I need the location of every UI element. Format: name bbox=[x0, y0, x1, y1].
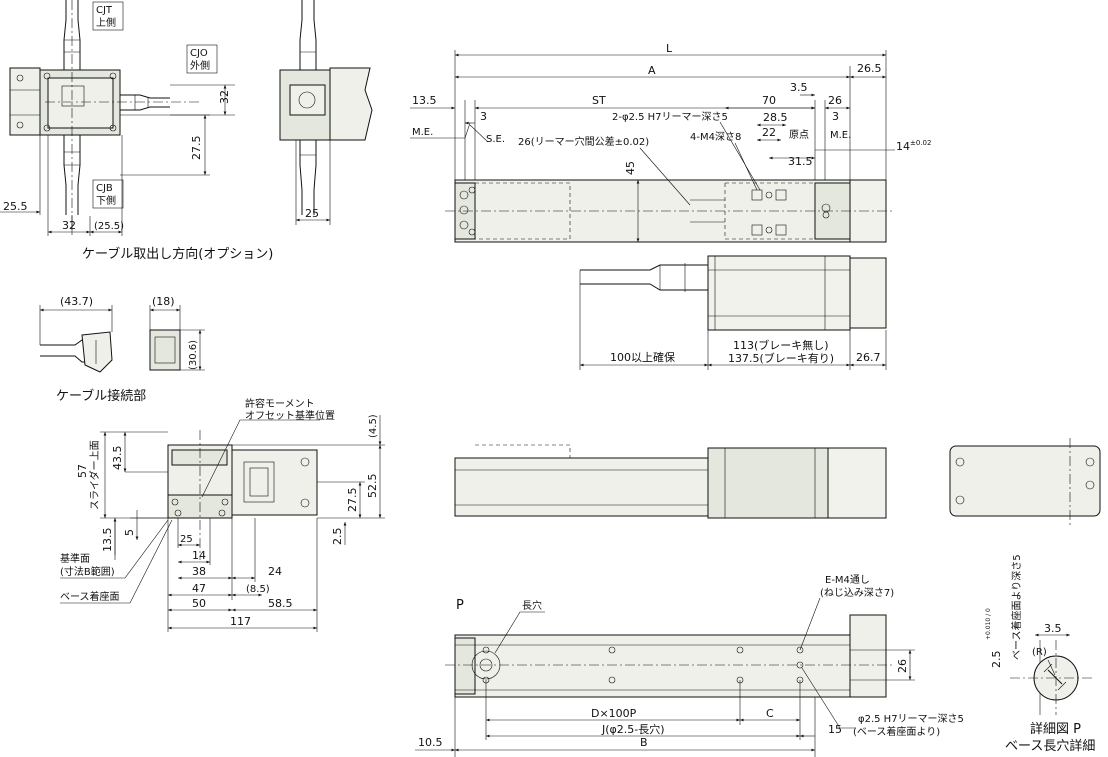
dim-ST: ST bbox=[592, 94, 606, 107]
label-ref-surface-sub: (寸法B範囲) bbox=[60, 565, 115, 578]
dim-2-5-tol: +0.010 / 0 bbox=[985, 608, 992, 640]
dim-2-5-detail: 2.5 bbox=[990, 651, 1003, 669]
cable-connector-view: (43.7) (18) (30.6) ケーブル接続部 bbox=[39, 295, 205, 404]
label-reamer: φ2.5 H7リーマー深さ5 bbox=[858, 713, 964, 725]
dim-50: 50 bbox=[192, 597, 206, 610]
dim-b: B bbox=[640, 736, 648, 749]
dim-2-5: 2.5 bbox=[331, 528, 344, 546]
dim-43-7: (43.7) bbox=[60, 295, 93, 308]
label-me-left: M.E. bbox=[412, 127, 433, 138]
label-cjo-sub: 外側 bbox=[190, 59, 210, 72]
dim-45: 45 bbox=[624, 161, 637, 175]
dim-113: 113(ブレーキ無し) bbox=[733, 338, 829, 352]
dim-27-5: 27.5 bbox=[190, 136, 203, 161]
label-base-mount: ベース着座面 bbox=[60, 590, 120, 603]
dim-26-top: 26 bbox=[828, 94, 842, 107]
dim-3-5-detail: 3.5 bbox=[1044, 622, 1062, 635]
caption-detail-p-sub: ベース長穴詳細 bbox=[1005, 738, 1095, 754]
label-reamer-pitch: 26(リーマー穴間公差±0.02) bbox=[518, 135, 649, 148]
dim-26-7: 26.7 bbox=[856, 351, 881, 364]
label-depth: ベース着座面より深さ5 bbox=[1010, 554, 1023, 660]
detail-p: 3.5 (R) 2.5 +0.010 / 0 ベース着座面より深さ5 詳細図 P… bbox=[985, 554, 1095, 754]
label-reamer-holes: 2-φ2.5 H7リーマー深さ5 bbox=[612, 111, 728, 123]
label-moment: 許容モーメント bbox=[245, 397, 315, 410]
dim-13-5-top: 13.5 bbox=[412, 94, 437, 107]
dim-8-5: (8.5) bbox=[246, 584, 270, 595]
dim-32-right: 32 bbox=[218, 90, 231, 104]
dim-100-min: 100以上確保 bbox=[610, 350, 675, 364]
dim-25-5: 25.5 bbox=[3, 200, 28, 213]
dim-3-left: 3 bbox=[480, 110, 487, 123]
dim-70: 70 bbox=[762, 94, 776, 107]
end-view: 57 スライダー上面 43.5 13.5 5 (4.5) 52.5 27.5 2… bbox=[60, 397, 385, 632]
dim-31-5: 31.5 bbox=[788, 155, 813, 168]
dim-28-5: 28.5 bbox=[763, 111, 788, 124]
label-cjt-sub: 上側 bbox=[96, 16, 116, 29]
dim-10-5: 10.5 bbox=[418, 736, 443, 749]
dim-52-5: 52.5 bbox=[366, 474, 379, 499]
dim-15: 15 bbox=[828, 723, 842, 736]
dim-25-side: 25 bbox=[305, 207, 319, 220]
dim-32-bottom: 32 bbox=[62, 219, 76, 232]
dim-13-5: 13.5 bbox=[101, 528, 114, 553]
dim-slider-top: スライダー上面 bbox=[88, 440, 101, 510]
dim-c: C bbox=[766, 707, 774, 720]
label-slot: 長穴 bbox=[522, 599, 542, 612]
dim-58-5: 58.5 bbox=[268, 597, 293, 610]
label-r: (R) bbox=[1032, 647, 1047, 658]
dim-25-end: 25 bbox=[180, 534, 193, 545]
label-offset: オフセット基準位置 bbox=[245, 409, 335, 422]
label-reamer-sub: (ベース着座面より) bbox=[853, 725, 940, 738]
dim-38: 38 bbox=[192, 565, 206, 578]
label-se: S.E. bbox=[486, 134, 505, 145]
dim-24: 24 bbox=[268, 565, 282, 578]
dim-26-bottom: 26 bbox=[896, 659, 909, 673]
dim-30-6: (30.6) bbox=[188, 340, 199, 370]
label-me-right: M.E. bbox=[830, 130, 851, 141]
caption-cable-direction: ケーブル取出し方向(オプション) bbox=[82, 246, 273, 262]
dim-14-tol: ±0.02 bbox=[910, 139, 931, 147]
dim-3-5: 3.5 bbox=[790, 81, 808, 94]
dim-57: 57 bbox=[76, 464, 89, 478]
label-em4-sub: (ねじ込み深さ7) bbox=[820, 587, 894, 599]
dim-27-5-end: 27.5 bbox=[346, 488, 359, 513]
label-cjo: CJO bbox=[190, 48, 208, 59]
label-origin: 原点 bbox=[789, 129, 809, 141]
label-ref-surface: 基準面 bbox=[60, 552, 90, 565]
dim-117: 117 bbox=[230, 615, 251, 628]
dim-dx100p: D×100P bbox=[591, 707, 637, 720]
dim-A: A bbox=[648, 64, 656, 77]
dim-137-5: 137.5(ブレーキ有り) bbox=[728, 351, 834, 365]
top-view: L A 26.5 13.5 ST 3 70 3.5 26 3 M.E. S.E.… bbox=[410, 42, 931, 370]
caption-cable-connector: ケーブル接続部 bbox=[56, 388, 146, 404]
dim-18: (18) bbox=[152, 295, 175, 308]
dim-43-5: 43.5 bbox=[111, 446, 124, 471]
dim-j: J(φ2.5-長穴) bbox=[601, 722, 665, 736]
label-m4: 4-M4深さ8 bbox=[690, 131, 741, 143]
cable-direction-view: 32 27.5 25.5 32 (25.5) CJT 上側 CJO 外側 CJB… bbox=[0, 0, 373, 262]
label-p: P bbox=[456, 598, 464, 613]
side-view bbox=[454, 438, 1101, 525]
dim-14-end: 14 bbox=[192, 549, 206, 562]
dim-22: 22 bbox=[762, 126, 776, 139]
dim-3-right: 3 bbox=[832, 110, 839, 123]
label-cjt: CJT bbox=[96, 5, 113, 16]
bottom-view: P 長穴 E-M4通し (ねじ込み深さ7) 26 D×100P C J(φ2.5… bbox=[415, 574, 964, 757]
label-em4: E-M4通し bbox=[825, 574, 870, 586]
dim-26-5: 26.5 bbox=[857, 62, 882, 75]
dim-14: 14 bbox=[896, 140, 910, 153]
label-cjb-sub: 下側 bbox=[96, 194, 116, 207]
dim-25-5-paren: (25.5) bbox=[94, 221, 124, 232]
dim-47: 47 bbox=[192, 582, 206, 595]
label-cjb: CJB bbox=[96, 183, 113, 194]
dim-5: 5 bbox=[123, 529, 136, 536]
caption-detail-p: 詳細図 P bbox=[1030, 721, 1081, 737]
dim-L: L bbox=[666, 42, 673, 55]
dim-4-5: (4.5) bbox=[368, 414, 379, 438]
